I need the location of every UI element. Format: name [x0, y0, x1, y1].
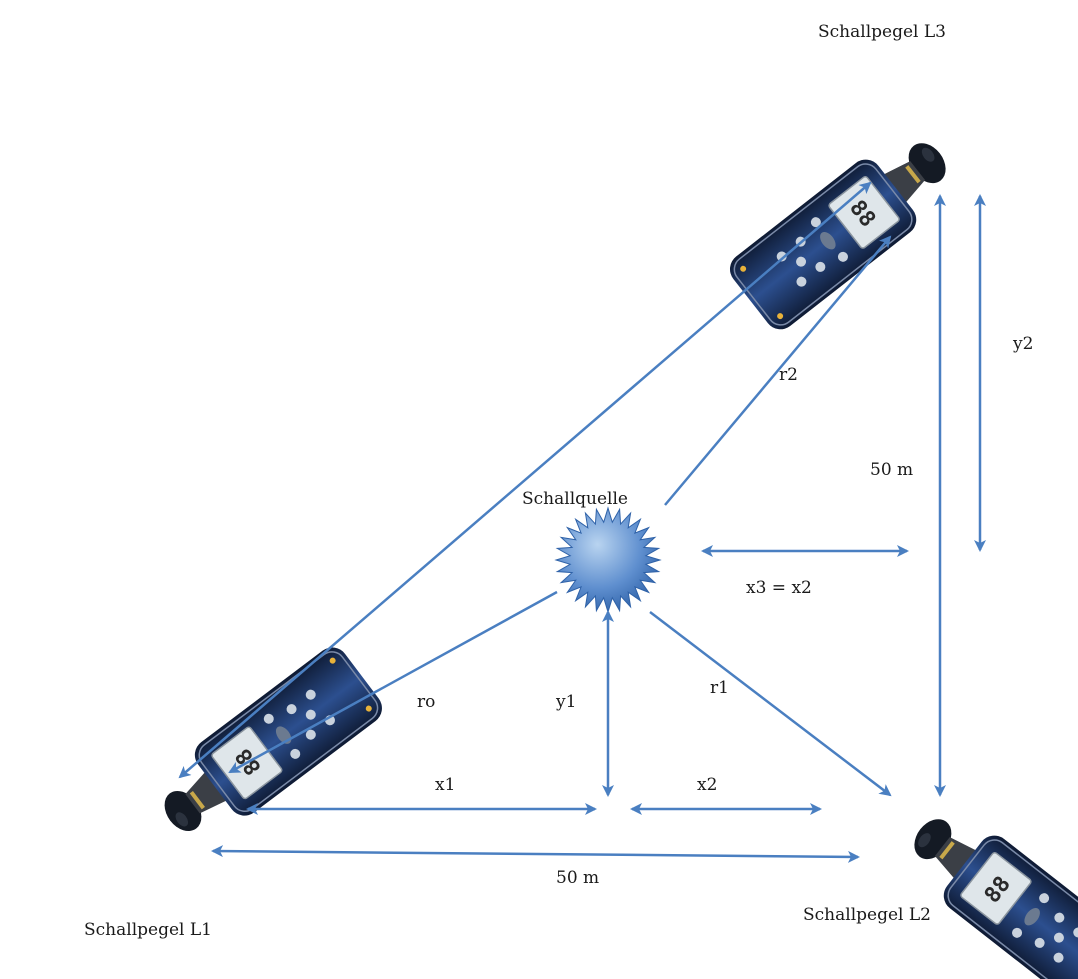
sound-source-icon [554, 506, 662, 614]
arrow-r0 [228, 590, 558, 774]
arrow-bottom-50m [211, 845, 860, 863]
label-meter-l2: Schallpegel L2 [803, 905, 931, 925]
label-sound-source: Schallquelle [522, 489, 628, 509]
sound-level-meter-l2 [892, 793, 1078, 979]
label-meter-l3: Schallpegel L3 [818, 22, 946, 42]
label-r0: ro [417, 692, 435, 712]
arrow-r1 [649, 611, 892, 797]
label-x3: x3 = x2 [746, 578, 812, 598]
label-x1: x1 [435, 775, 455, 795]
arrow-l1-l3 [178, 181, 872, 779]
label-y1: y1 [555, 692, 576, 712]
label-50m-horizontal: 50 m [556, 868, 599, 888]
label-r2: r2 [779, 365, 798, 385]
label-r1: r1 [710, 678, 729, 698]
label-y2: y2 [1012, 334, 1033, 354]
sound-level-meter-l3 [722, 117, 968, 337]
label-50m-vertical: 50 m [870, 460, 913, 480]
sound-level-meter-l1 [142, 640, 390, 857]
label-meter-l1: Schallpegel L1 [84, 920, 212, 940]
arrow-r2 [664, 235, 892, 506]
label-x2: x2 [697, 775, 717, 795]
